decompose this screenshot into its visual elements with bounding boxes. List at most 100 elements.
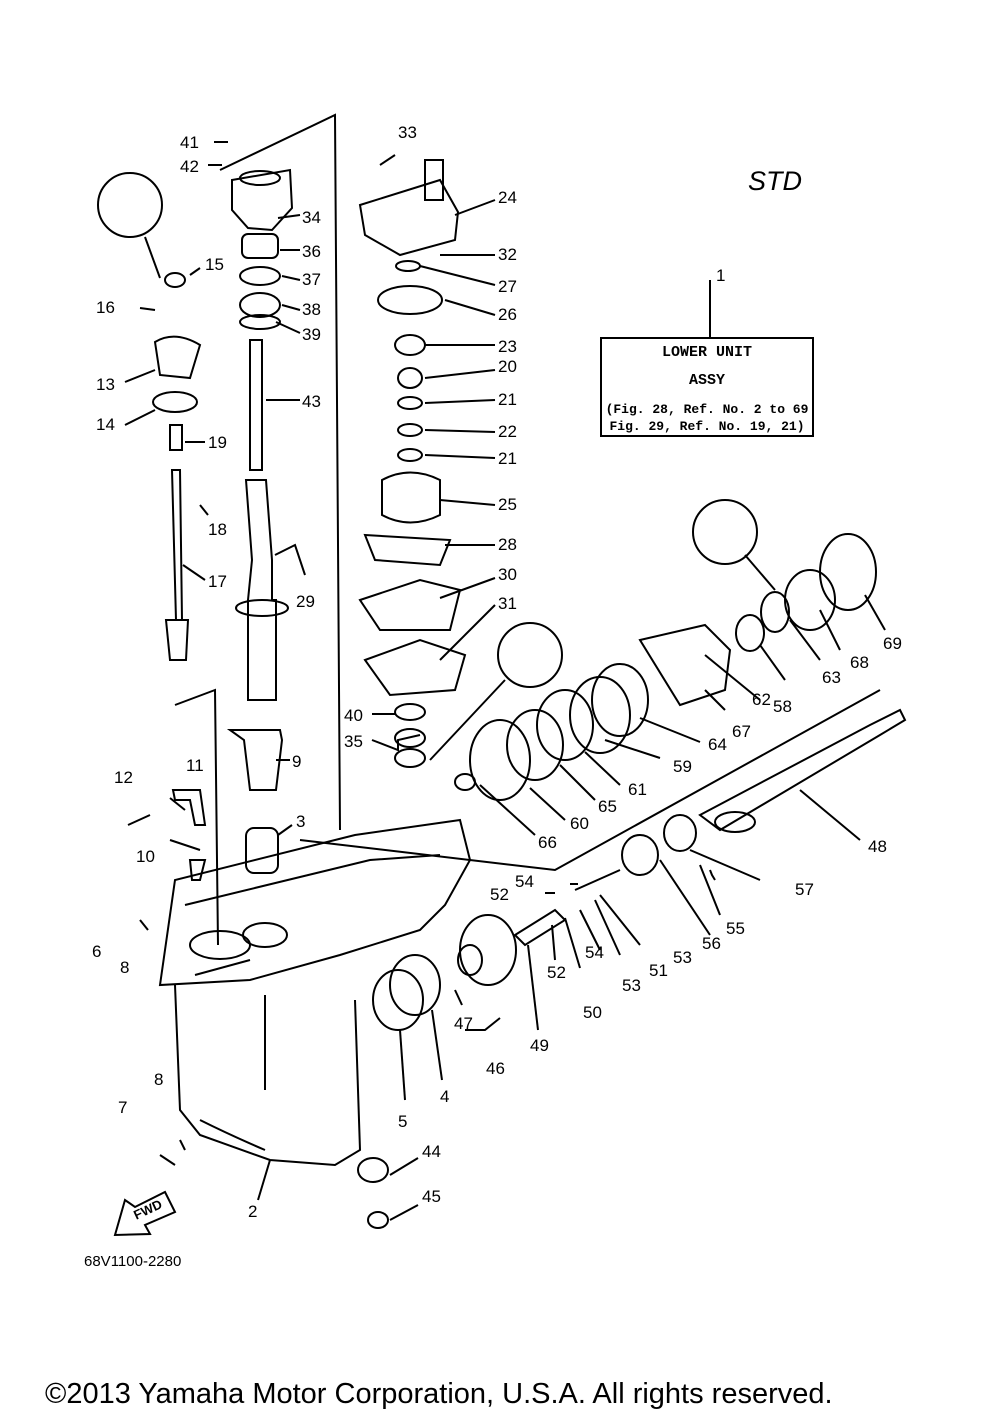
- assy-ref-line1: (Fig. 28, Ref. No. 2 to 69: [605, 402, 809, 417]
- gasket: [363, 638, 467, 697]
- callout-7-label: 7: [118, 1098, 128, 1117]
- callout-51-label: 51: [649, 961, 668, 980]
- drive-shaft-upper: [249, 339, 263, 471]
- callout-65-label: 65: [598, 797, 617, 816]
- callout-2-label: 2: [248, 1202, 258, 1221]
- bearing-3: [245, 827, 279, 874]
- callout-3-label: 3: [296, 812, 306, 831]
- callout-26-label: 26: [498, 305, 517, 324]
- assy-subtitle: ASSY: [688, 372, 725, 389]
- callout-63-label: 63: [822, 668, 841, 687]
- callout-40-label: 40: [344, 706, 363, 725]
- callout-47-label: 47: [454, 1014, 473, 1033]
- callout-61-label: 61: [628, 780, 647, 799]
- callout-11-label: 11: [186, 756, 204, 775]
- callout-10-label: 10: [136, 847, 155, 866]
- callout-49-label: 49: [530, 1036, 549, 1055]
- callout-56-label: 56: [702, 934, 721, 953]
- callout-21-label: 21: [498, 390, 517, 409]
- callout-9-label: 9: [292, 752, 302, 771]
- callout-36-label: 36: [302, 242, 321, 261]
- water-pump-housing: [358, 178, 460, 257]
- callout-12-label: 12: [114, 768, 133, 787]
- callout-53-label: 53: [673, 948, 692, 967]
- callout-32-label: 32: [498, 245, 517, 264]
- callout-18-label: 18: [208, 520, 227, 539]
- callout-45-label: 45: [422, 1187, 441, 1206]
- assembly-ref-label: 1: [716, 266, 726, 285]
- housing-skeg: [174, 984, 362, 1167]
- callout-14-label: 14: [96, 415, 115, 434]
- lower-unit-assy-box: LOWER UNIT ASSY (Fig. 28, Ref. No. 2 to …: [600, 337, 814, 437]
- callout-15-label: 15: [205, 255, 224, 274]
- callout-59-label: 59: [673, 757, 692, 776]
- callout-27-label: 27: [498, 277, 517, 296]
- callout-30-label: 30: [498, 565, 517, 584]
- callout-66-label: 66: [538, 833, 557, 852]
- callout-64-label: 64: [708, 735, 727, 754]
- nut: [367, 1211, 389, 1229]
- variant-label: STD: [748, 166, 802, 196]
- callout-16-label: 16: [96, 298, 115, 317]
- callout-34-label: 34: [302, 208, 321, 227]
- pinion: [357, 1157, 389, 1183]
- callout-24-label: 24: [498, 188, 517, 207]
- callout-55-label: 55: [726, 919, 745, 938]
- drawing-code: 68V1100-2280: [84, 1253, 182, 1270]
- callout-8-label: 8: [120, 958, 130, 977]
- callout-5-label: 5: [398, 1112, 408, 1131]
- forward-gear-bearing: [469, 719, 531, 801]
- callout-8-label: 8: [154, 1070, 164, 1089]
- callout-23-label: 23: [498, 337, 517, 356]
- callout-52-label: 52: [490, 885, 509, 904]
- callout-50-label: 50: [583, 1003, 602, 1022]
- callout-29-label: 29: [296, 592, 315, 611]
- callout-19-label: 19: [208, 433, 227, 452]
- impeller: [363, 533, 452, 567]
- callout-68-label: 68: [850, 653, 869, 672]
- callout-69-label: 69: [883, 634, 902, 653]
- assy-title: LOWER UNIT: [661, 344, 752, 361]
- sleeve-9: [226, 729, 284, 791]
- callout-41-label: 41: [180, 133, 199, 152]
- callout-53-label: 53: [622, 976, 641, 995]
- callout-37-label: 37: [302, 270, 321, 289]
- callout-48-label: 48: [868, 837, 887, 856]
- callout-35-label: 35: [344, 732, 363, 751]
- callout-31-label: 31: [498, 594, 517, 613]
- ring-nut: [819, 533, 877, 611]
- drive-shaft: [244, 479, 277, 701]
- callout-28-label: 28: [498, 535, 517, 554]
- callout-57-label: 57: [795, 880, 814, 899]
- propeller-shaft-housing: [638, 623, 732, 707]
- callout-22-label: 22: [498, 422, 517, 441]
- callout-44-label: 44: [422, 1142, 441, 1161]
- callout-60-label: 60: [570, 814, 589, 833]
- callout-54-label: 54: [515, 872, 534, 891]
- callout-20-label: 20: [498, 357, 517, 376]
- assy-ref-line2: Fig. 29, Ref. No. 19, 21): [609, 419, 805, 434]
- callout-33-label: 33: [398, 123, 417, 142]
- shift-rod: [170, 469, 184, 621]
- callout-13-label: 13: [96, 375, 115, 394]
- callout-21-label: 21: [498, 449, 517, 468]
- callout-39-label: 39: [302, 325, 321, 344]
- callout-52-label: 52: [547, 963, 566, 982]
- copyright-notice: ©2013 Yamaha Motor Corporation, U.S.A. A…: [45, 1378, 833, 1410]
- callout-54-label: 54: [585, 943, 604, 962]
- callout-62-label: 62: [752, 690, 771, 709]
- propeller-shaft: [698, 708, 907, 832]
- shift-cam-holder: [153, 335, 202, 380]
- callout-38-label: 38: [302, 300, 321, 319]
- housing-top: [158, 818, 472, 987]
- callout-42-label: 42: [180, 157, 199, 176]
- outer-plate: [358, 578, 462, 631]
- callout-6-label: 6: [92, 942, 102, 961]
- callout-46-label: 46: [486, 1059, 505, 1078]
- callout-43-label: 43: [302, 392, 321, 411]
- callout-4-label: 4: [440, 1087, 450, 1106]
- oil-seal-housing: [231, 168, 294, 232]
- impeller-housing: [381, 471, 441, 524]
